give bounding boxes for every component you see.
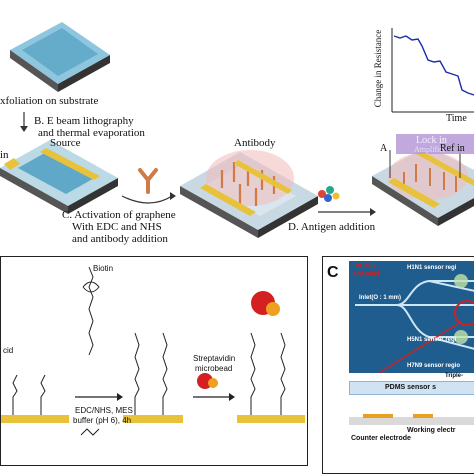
panel-c-letter: C bbox=[327, 264, 339, 281]
substrate-1 bbox=[10, 22, 110, 92]
step-b-label-1: B. E beam lithography bbox=[34, 115, 134, 127]
electrode-layer bbox=[349, 417, 474, 425]
label-source: Source bbox=[50, 137, 81, 149]
label-a-terminal: A bbox=[380, 143, 388, 154]
panel-a-graphics bbox=[0, 22, 474, 238]
label-ref-in: Ref in bbox=[440, 143, 465, 154]
zoom-circle-icon bbox=[454, 300, 474, 326]
h5n1-label: H5N1 sensor regi bbox=[407, 337, 457, 343]
h7n9-label: H7N9 sensor regio bbox=[407, 363, 461, 369]
triple-label: Triple- bbox=[445, 373, 464, 379]
arrow-right-icon-2 bbox=[318, 208, 376, 216]
resistance-plot bbox=[391, 28, 474, 113]
reaction-arrow-2 bbox=[193, 393, 235, 401]
reagent-label-2: buffer (pH 6), 4h bbox=[73, 416, 132, 425]
substrate-3 bbox=[180, 150, 318, 238]
substrate-2 bbox=[0, 140, 118, 214]
streptavidin-microbead-icon bbox=[197, 373, 218, 389]
label-antibody: Antibody bbox=[234, 137, 276, 149]
lock-in-amplifier-box bbox=[396, 134, 474, 154]
gold-surface-1 bbox=[1, 415, 69, 423]
h1n1-label: H1N1 sensor regi bbox=[407, 265, 457, 271]
pdms-channel-view bbox=[349, 261, 474, 373]
step-a-label: xfoliation on substrate bbox=[0, 95, 99, 107]
counter-electrode-label: Counter electrode bbox=[351, 435, 411, 442]
panel-a: xfoliation on substrate B. E beam lithog… bbox=[0, 22, 474, 245]
label-cid: cid bbox=[3, 346, 14, 355]
counter-electrode bbox=[363, 414, 393, 418]
panel-b-graphics bbox=[1, 266, 305, 436]
step-c-label-3: and antibody addition bbox=[72, 233, 168, 245]
streptavidin-label-1: Streptavidin bbox=[193, 354, 236, 363]
reagent-label-1: EDC/NHS, MES bbox=[75, 406, 133, 415]
reaction-arrow-1 bbox=[75, 393, 123, 401]
gold-surface-3 bbox=[237, 415, 305, 423]
step-b-label-2: and thermal evaporation bbox=[38, 127, 145, 139]
panel-c: C PDMS channel H1N1 sensor regi Inlet(O … bbox=[322, 256, 474, 474]
pdms-channel-label-1: PDMS bbox=[355, 263, 376, 270]
working-electrode bbox=[413, 414, 433, 418]
pdms-sensor-layer bbox=[349, 381, 474, 395]
step-c-label-2: With EDC and NHS bbox=[72, 221, 162, 233]
plot-ylabel: Change in Resistance bbox=[373, 29, 384, 108]
bound-microbead-icon bbox=[251, 291, 280, 316]
pdms-channel-label-2: channel bbox=[353, 271, 380, 278]
label-biotin: Biotin bbox=[93, 264, 114, 273]
arrow-down-icon bbox=[20, 112, 28, 132]
step-c-label-1: C. Activation of graphene bbox=[62, 209, 176, 221]
antigen-icon bbox=[318, 186, 340, 202]
step-d-label: D. Antigen addition bbox=[288, 221, 376, 233]
label-in: in bbox=[0, 149, 9, 161]
panel-b: cid Biotin EDC/NHS, MES buffer (pH 6), 4… bbox=[0, 256, 308, 466]
inlet-label: Inlet(O : 1 mm) bbox=[359, 295, 402, 301]
pdms-sensor-label: PDMS sensor s bbox=[385, 384, 436, 391]
antibody-icon bbox=[138, 168, 158, 194]
streptavidin-label-2: microbead bbox=[195, 364, 233, 373]
plot-xlabel: Time bbox=[446, 113, 467, 124]
gold-surface-2 bbox=[123, 415, 183, 423]
substrate-4 bbox=[372, 146, 474, 226]
channel-graphics bbox=[355, 274, 474, 373]
lock-in-label-1: Lock in bbox=[416, 135, 447, 146]
working-electrode-label: Working electr bbox=[407, 427, 456, 434]
lock-in-label-2: Amplifier bbox=[414, 145, 446, 154]
arrow-right-icon bbox=[121, 192, 176, 204]
